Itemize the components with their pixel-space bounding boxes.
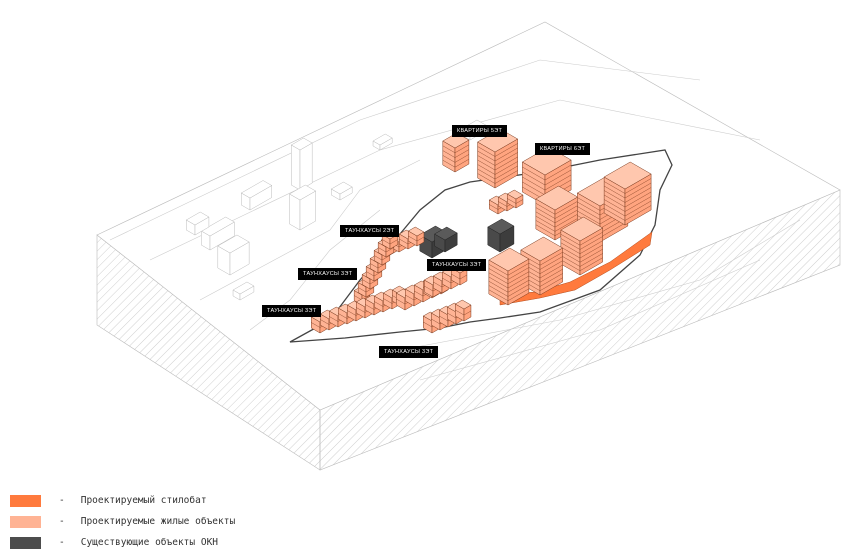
legend-swatch [10,494,41,507]
apartment-building [477,128,519,189]
legend-swatch [10,536,41,549]
legend-item-heritage: - Существующие объекты ОКН [10,532,235,553]
apartment-building [603,161,652,226]
legend-label: Проектируемый стилобат [80,495,207,506]
label-townhouses-2: ТАУНХАУСЫ 2ЭТ [340,225,400,237]
label-apartments-6: КВАРТИРЫ 6ЭТ [535,143,591,155]
context-building [217,234,250,276]
townhouse-unit [454,299,472,322]
context-building [185,211,210,236]
label-townhouses-3-a: ТАУНХАУСЫ 3ЭТ [298,268,358,280]
label-townhouses-3-c: ТАУНХАУСЫ 3ЭТ [262,305,322,317]
context-buildings [185,119,487,301]
context-building [200,216,235,251]
legend-dash: - [59,537,65,548]
label-apartments-5: КВАРТИРЫ 5ЭТ [452,125,508,137]
context-building [240,180,273,211]
townhouse-unit [407,226,425,247]
apartment-building [442,132,470,173]
label-townhouses-3-d: ТАУНХАУСЫ 3ЭТ [379,346,439,358]
existing-heritage-buildings [419,218,515,259]
context-building [330,181,353,201]
legend-item-stylobate: - Проектируемый стилобат [10,490,235,511]
townhouse-unit [506,189,524,209]
legend-swatch [10,515,41,528]
context-building [290,137,313,191]
legend-dash: - [59,495,65,506]
label-townhouses-3-b: ТАУНХАУСЫ 3ЭТ [427,259,487,271]
legend-label: Проектируемые жилые объекты [80,516,236,527]
context-building [232,281,255,301]
apartment-building [488,247,530,306]
heritage-building [487,218,515,253]
legend-item-residential: - Проектируемые жилые объекты [10,511,235,532]
site-boundary [289,149,673,343]
residential-buildings [310,128,652,334]
legend-label: Существующие объекты ОКН [80,537,219,548]
context-building [289,184,317,231]
apartment-building [560,216,604,276]
legend-dash: - [59,516,65,527]
heritage-building [434,226,458,253]
context-building [372,133,393,151]
legend: - Проектируемый стилобат - Проектируемые… [10,490,235,553]
